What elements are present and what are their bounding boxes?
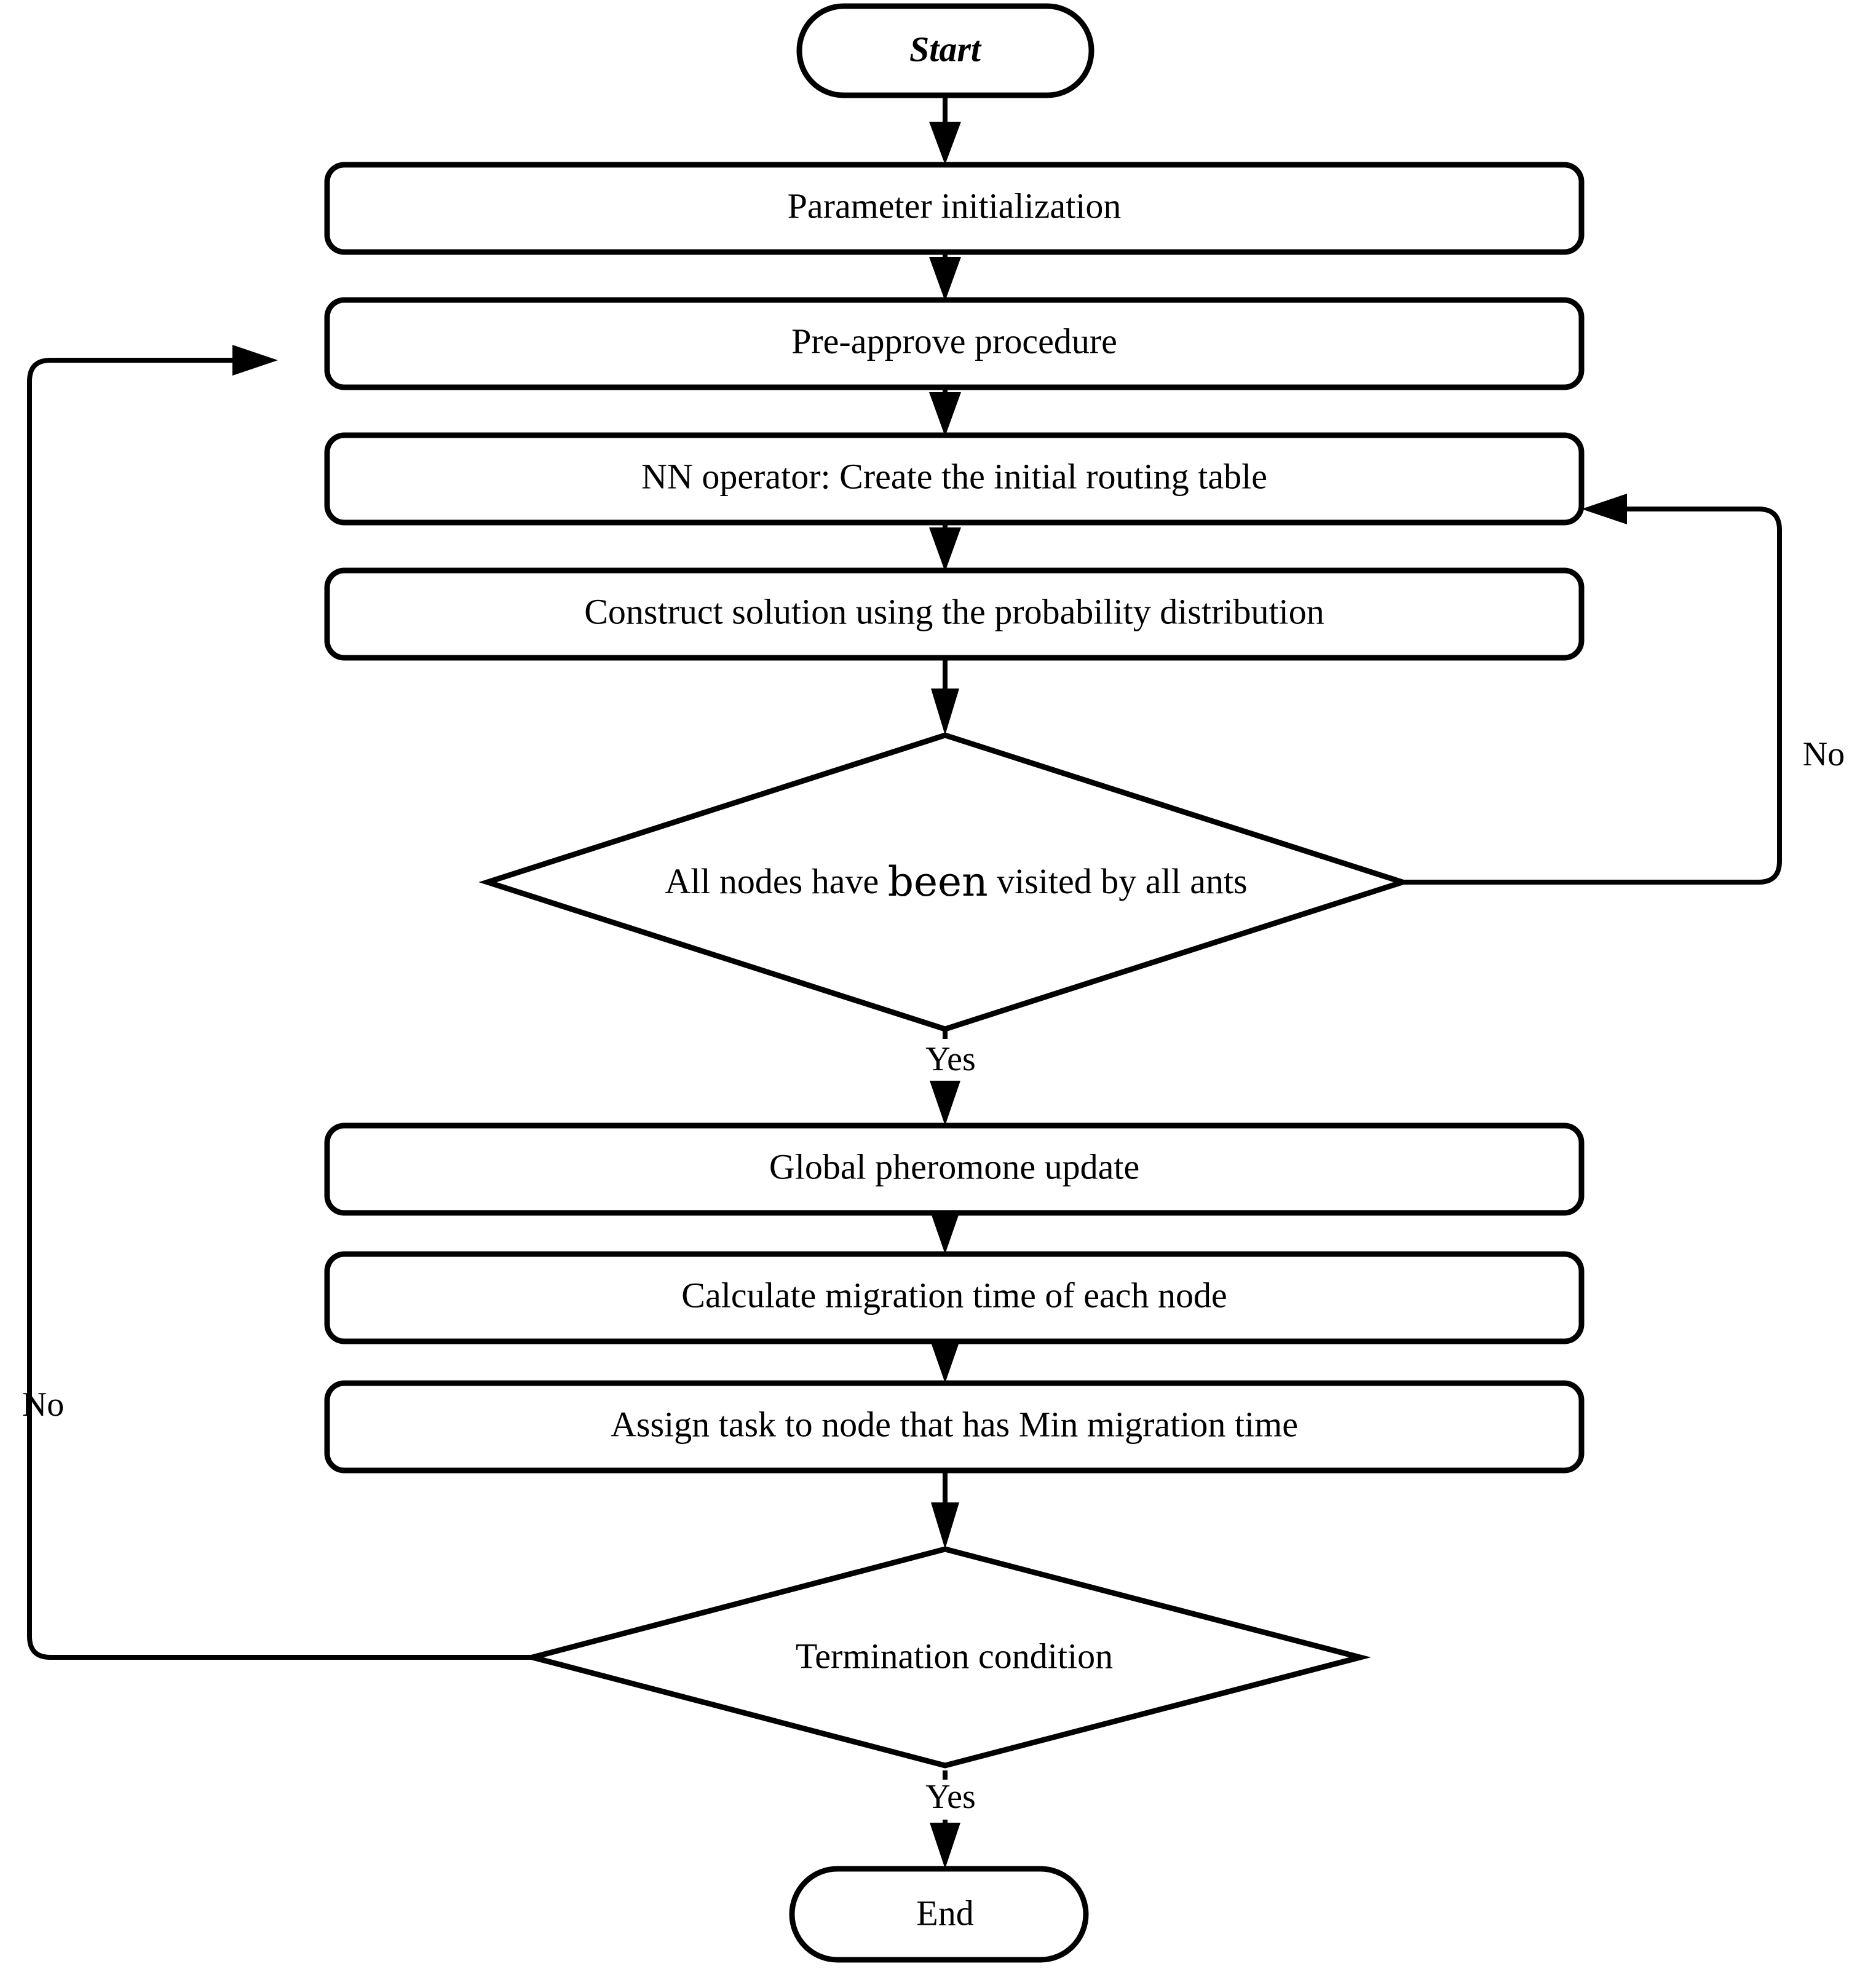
node-construct-solution[interactable]: Construct solution using the probability… xyxy=(324,567,1585,661)
arrow-head-icon xyxy=(931,1502,959,1549)
edge-start-to-parameter-initialization xyxy=(929,95,961,165)
edge-global-pheromone-to-calculate-migration xyxy=(930,1210,960,1254)
node-calculate-migration-time-label: Calculate migration time of each node xyxy=(681,1275,1227,1315)
node-parameter-initialization-label: Parameter initialization xyxy=(788,186,1122,226)
edge-parameter-initialization-to-pre-approve xyxy=(929,252,961,301)
node-assign-task-label: Assign task to node that has Min migrati… xyxy=(611,1404,1298,1444)
edge-calculate-migration-to-assign-task xyxy=(930,1339,960,1383)
node-termination-condition[interactable]: Termination condition xyxy=(521,1546,1371,1769)
all-nodes-visited-text-part-1: All nodes have xyxy=(665,861,887,901)
arrow-head-icon xyxy=(930,1210,960,1254)
edge-label-all-nodes-visited-yes: Yes xyxy=(925,1040,975,1078)
node-start[interactable]: Start xyxy=(796,3,1094,98)
edge-construct-solution-to-all-nodes-visited xyxy=(931,658,959,735)
all-nodes-visited-text-part-2: visited by all ants xyxy=(988,861,1248,901)
arrow-head-icon xyxy=(930,1339,960,1383)
arrow-head-icon xyxy=(930,1823,960,1869)
arrow-head-icon xyxy=(929,257,961,301)
node-all-nodes-visited-label: All nodes have been visited by all ants xyxy=(665,858,1247,906)
node-pre-approve[interactable]: Pre-approve procedure xyxy=(324,297,1585,390)
node-global-pheromone-update-label: Global pheromone update xyxy=(769,1146,1139,1186)
node-start-label: Start xyxy=(909,29,982,69)
edge-assign-task-to-termination-condition xyxy=(931,1469,959,1549)
node-nn-operator-label: NN operator: Create the initial routing … xyxy=(641,456,1267,496)
edge-termination-no-loop xyxy=(27,345,532,1660)
node-end[interactable]: End xyxy=(789,1866,1089,1963)
edge-label-all-nodes-visited-no: No xyxy=(1803,735,1845,773)
edge-label-termination-yes: Yes xyxy=(925,1778,975,1816)
node-assign-task[interactable]: Assign task to node that has Min migrati… xyxy=(324,1380,1585,1474)
node-calculate-migration-time[interactable]: Calculate migration time of each node xyxy=(324,1251,1585,1344)
node-parameter-initialization[interactable]: Parameter initialization xyxy=(324,162,1585,255)
node-end-label: End xyxy=(916,1893,973,1933)
edge-label-termination-no: No xyxy=(22,1386,64,1424)
arrow-head-icon xyxy=(931,689,959,735)
arrow-head-icon xyxy=(929,392,961,436)
arrow-head-icon xyxy=(929,527,961,572)
node-all-nodes-visited[interactable]: All nodes have been visited by all ants xyxy=(478,732,1412,1032)
edge-pre-approve-to-nn-operator xyxy=(929,387,961,436)
node-termination-condition-label: Termination condition xyxy=(796,1636,1113,1676)
edge-termination-yes xyxy=(930,1770,960,1869)
edge-all-nodes-visited-no-loop xyxy=(1403,494,1782,885)
arrow-head-icon xyxy=(930,1081,960,1126)
arrow-head-icon xyxy=(1581,494,1627,524)
arrow-head-icon xyxy=(929,122,961,165)
node-nn-operator[interactable]: NN operator: Create the initial routing … xyxy=(324,432,1585,526)
edge-nn-operator-to-construct-solution xyxy=(929,523,961,572)
node-global-pheromone-update[interactable]: Global pheromone update xyxy=(324,1123,1585,1216)
node-construct-solution-label: Construct solution using the probability… xyxy=(584,591,1324,631)
all-nodes-visited-text-emphasis: been xyxy=(888,858,988,906)
arrow-head-icon xyxy=(232,345,278,376)
node-pre-approve-label: Pre-approve procedure xyxy=(791,321,1117,361)
